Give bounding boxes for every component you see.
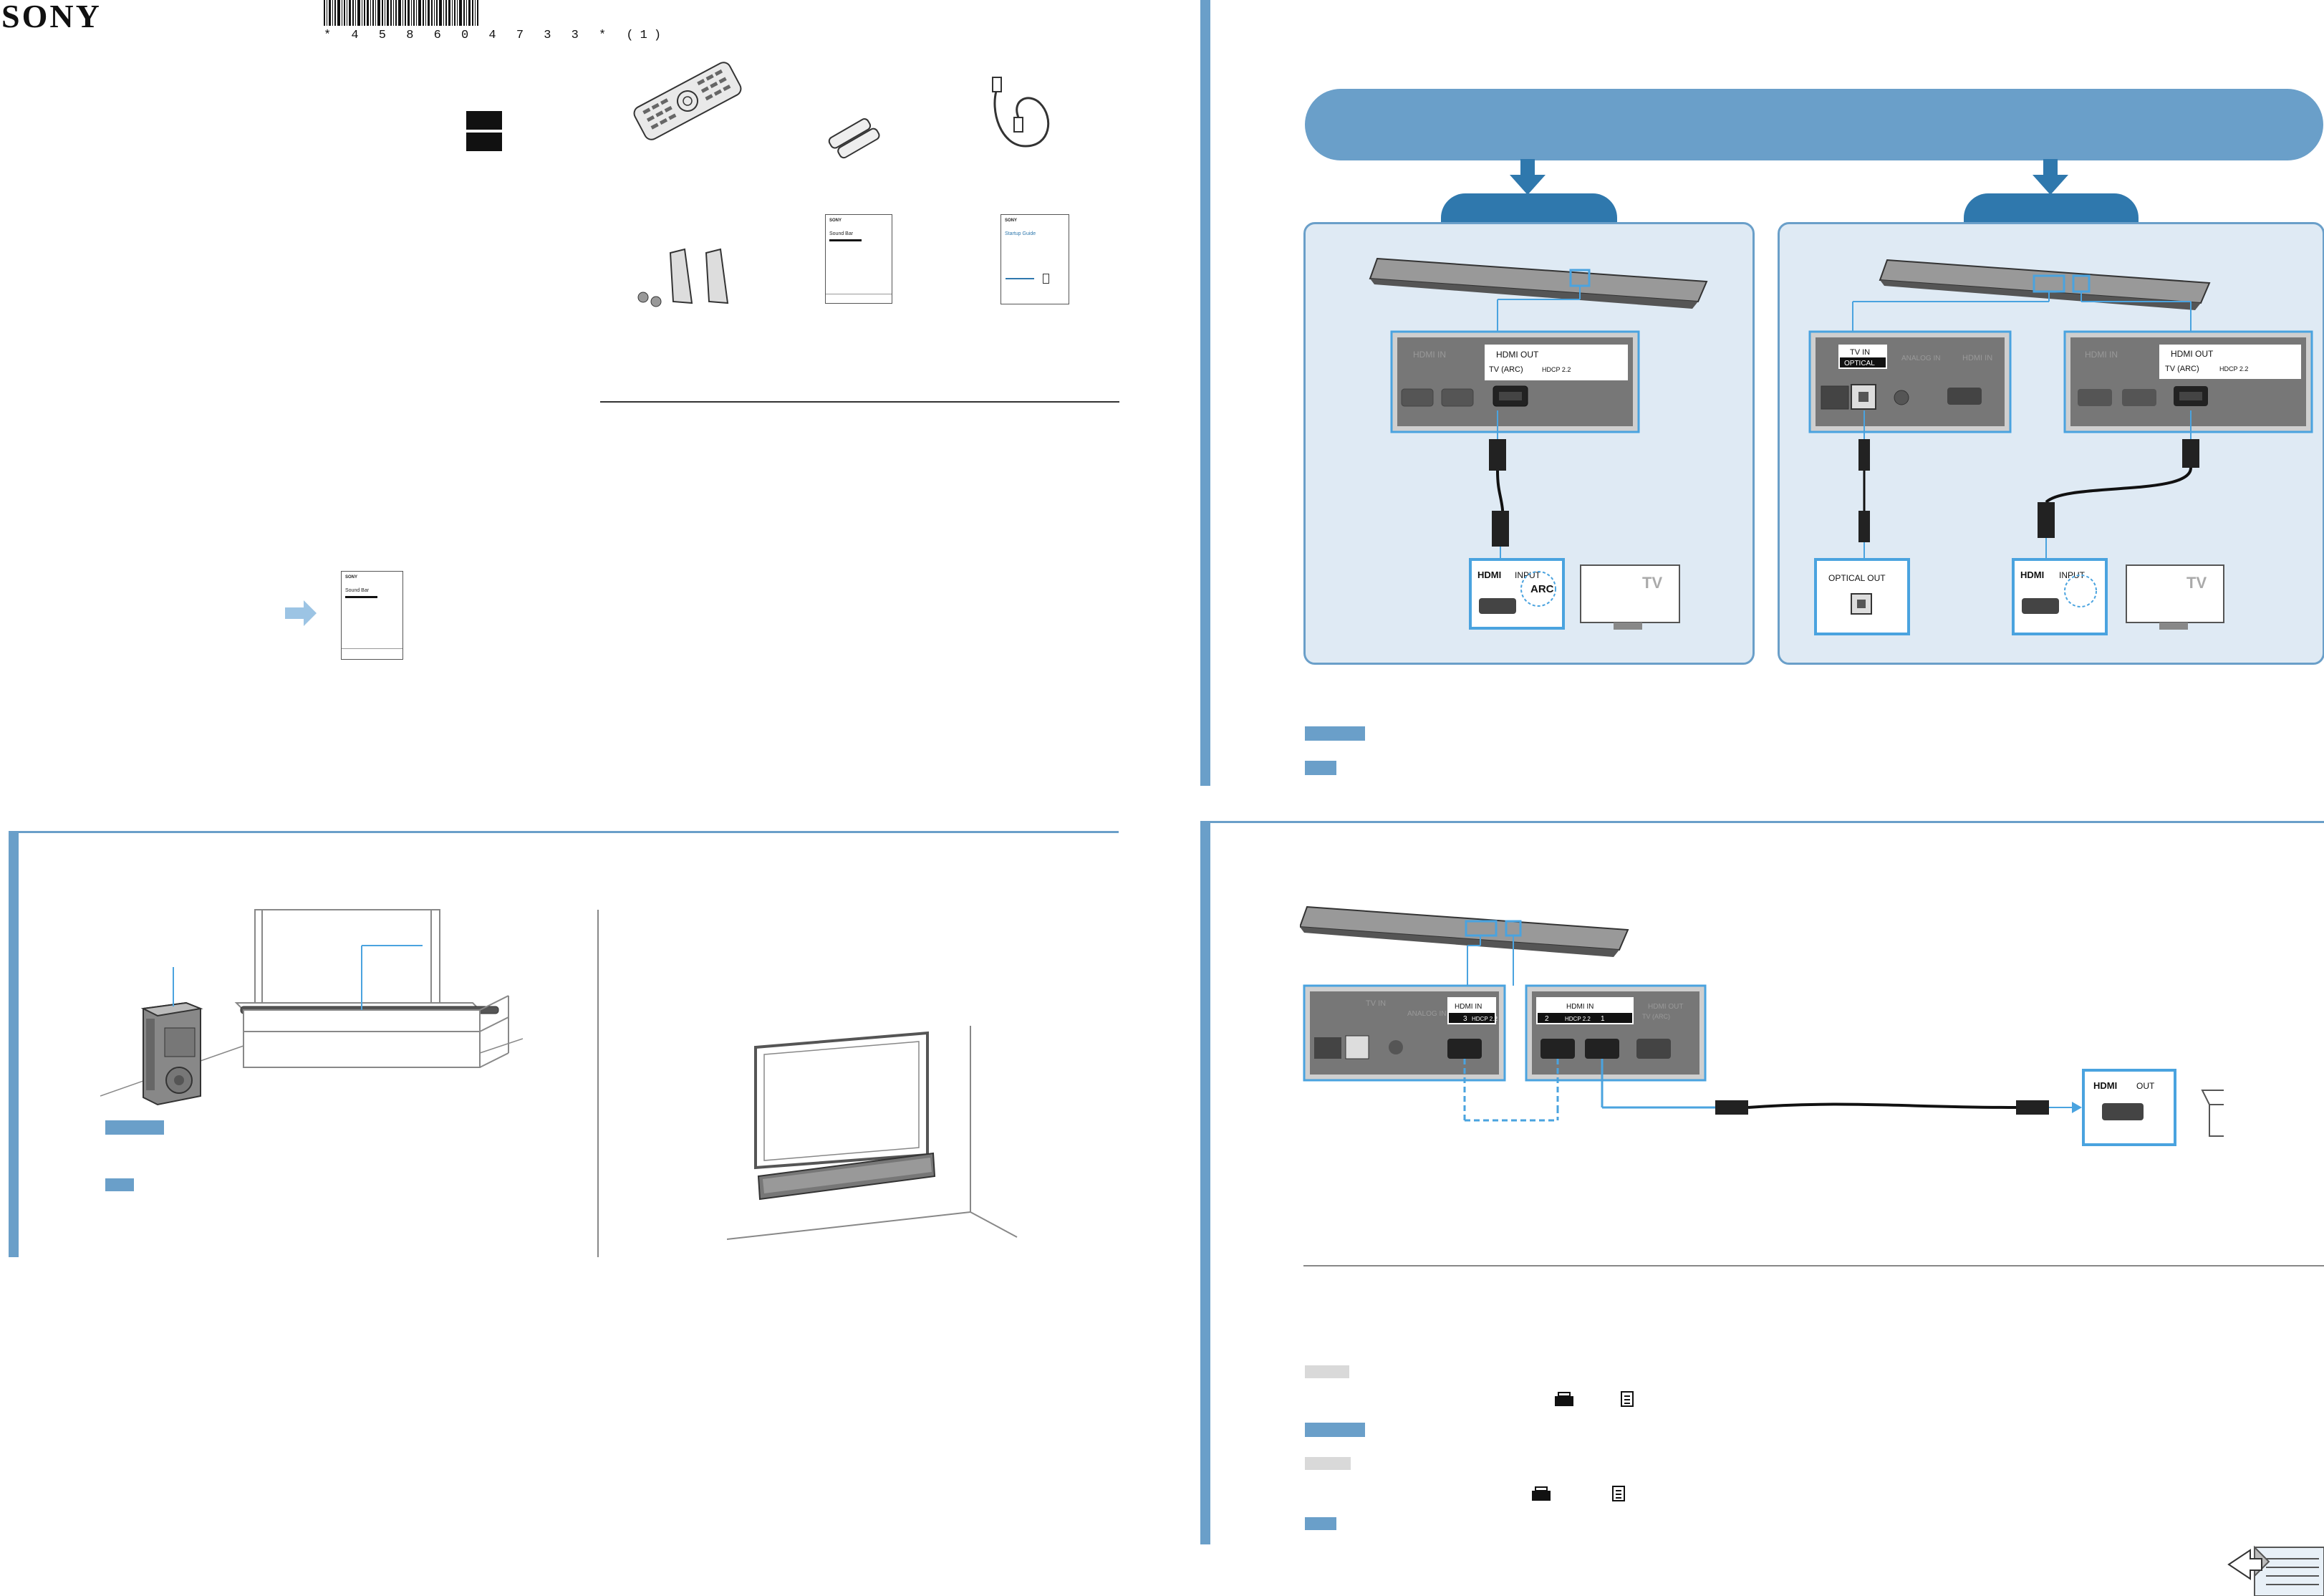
list-icon-2 bbox=[1612, 1486, 1625, 1501]
connect-device-section-bar bbox=[1200, 821, 1210, 1544]
placement-section bbox=[9, 831, 1119, 1261]
tv-input-label: INPUT bbox=[1515, 570, 1541, 580]
connect-tv-label-bar-1 bbox=[1305, 726, 1365, 741]
settings-label-blue-2 bbox=[1305, 1517, 1336, 1530]
placement-divider bbox=[597, 910, 599, 1257]
batteries-image bbox=[828, 118, 880, 159]
arrow-down-icon bbox=[2033, 159, 2068, 195]
connect-device-divider bbox=[1303, 1265, 2324, 1266]
hdcp-label: HDCP 2.2 bbox=[1542, 366, 1571, 373]
hdmi-in-label-3: HDMI IN bbox=[2085, 350, 2118, 360]
hdmi-cable-image bbox=[992, 77, 1050, 148]
analog-in-label: ANALOG IN bbox=[1901, 355, 1940, 362]
tv-arc-label: TV (ARC) bbox=[1489, 365, 1523, 374]
manual-sound-bar-image: SONY Sound Bar bbox=[825, 214, 892, 304]
manual-brand: SONY bbox=[1005, 218, 1018, 223]
placement-tv-stand-illustration bbox=[100, 909, 523, 1106]
dev-hdmi-out-label: HDMI OUT bbox=[1648, 1003, 1683, 1011]
tv-hdmi-logo: HDMI bbox=[1477, 569, 1501, 580]
toolbox-icon bbox=[1555, 1392, 1573, 1406]
tv-arc-label-2: TV (ARC) bbox=[2165, 365, 2199, 373]
sony-logo: SONY bbox=[1, 0, 102, 34]
manual-brand: SONY bbox=[829, 218, 842, 223]
barcode-digits: * 4 5 8 6 0 4 7 3 3 * (1) bbox=[324, 29, 668, 42]
toolbox-icon-2 bbox=[1532, 1486, 1551, 1501]
barcode-graphic bbox=[324, 0, 478, 26]
barcode bbox=[324, 0, 507, 32]
dev-in1-label: 1 bbox=[1601, 1015, 1605, 1023]
hdmi-out-label-2: HDMI OUT bbox=[2171, 349, 2214, 359]
connect-tv-section-bar bbox=[1200, 0, 1210, 786]
placement-label-bar-1 bbox=[105, 1120, 164, 1135]
manual-title: Startup Guide bbox=[1005, 231, 1036, 236]
startup-manual-image: SONY Sound Bar bbox=[341, 571, 403, 660]
arrow-right-icon bbox=[285, 600, 317, 626]
connect-arc-diagram: HDMI OUT TV (ARC) HDCP 2.2 HDMI IN HDMI … bbox=[1369, 257, 1708, 630]
optical-label: OPTICAL bbox=[1844, 360, 1875, 367]
tv-arc-badge: ARC bbox=[1530, 583, 1554, 595]
connect-arc-panel: HDMI OUT TV (ARC) HDCP 2.2 HDMI IN HDMI … bbox=[1303, 222, 1755, 665]
dev-hdcp-label-2: HDCP 2.2 bbox=[1565, 1016, 1591, 1022]
remote-control-image bbox=[633, 62, 742, 140]
tv-input-label-2: INPUT bbox=[2059, 570, 2086, 580]
language-tab-1 bbox=[466, 111, 502, 130]
dev-hdmi-in-label: HDMI IN bbox=[1455, 1003, 1482, 1011]
settings-label-grey-1 bbox=[1305, 1365, 1349, 1378]
device-hdmi-logo: HDMI bbox=[2093, 1080, 2117, 1091]
connect-device-diagram: TV IN ANALOG IN HDMI IN 3 HDCP 2.2 HDMI … bbox=[1300, 905, 2224, 1146]
dev-tv-arc-label: TV (ARC) bbox=[1642, 1013, 1670, 1020]
connect-tv-banner bbox=[1305, 89, 2323, 160]
manual-brand: SONY bbox=[345, 575, 358, 580]
dev-in3-label: 3 bbox=[1463, 1015, 1467, 1023]
connect-tv-label-bar-2 bbox=[1305, 761, 1336, 775]
hdcp-label-2: HDCP 2.2 bbox=[2219, 365, 2248, 372]
wall-mount-brackets-image bbox=[637, 248, 729, 307]
dev-analog-in-label: ANALOG IN bbox=[1407, 1010, 1446, 1018]
settings-label-blue-1 bbox=[1305, 1423, 1365, 1437]
dev-hdmi-in-label-2: HDMI IN bbox=[1566, 1003, 1593, 1011]
language-tab-2 bbox=[466, 133, 502, 151]
connect-device-section-top-border bbox=[1200, 821, 2324, 823]
dev-in2-label: 2 bbox=[1545, 1015, 1549, 1023]
tv-label: TV bbox=[1642, 574, 1662, 592]
hdmi-in-label: HDMI IN bbox=[1413, 350, 1446, 360]
accessories-divider bbox=[600, 401, 1119, 403]
tv-hdmi-logo-2: HDMI bbox=[2020, 569, 2044, 580]
tv-in-label: TV IN bbox=[1850, 348, 1870, 357]
manual-startup-guide-image: SONY Startup Guide bbox=[1001, 214, 1069, 304]
dev-hdcp-label: HDCP 2.2 bbox=[1472, 1016, 1498, 1022]
connect-optical-diagram: TV IN OPTICAL ANALOG IN HDMI IN HDMI OUT… bbox=[1808, 259, 2313, 635]
connect-optical-panel: TV IN OPTICAL ANALOG IN HDMI IN HDMI OUT… bbox=[1778, 222, 2324, 665]
placement-wall-mount-illustration bbox=[727, 1026, 1018, 1240]
manual-title: Sound Bar bbox=[829, 231, 854, 236]
tv-label-2: TV bbox=[2186, 574, 2207, 592]
hdmi-out-label: HDMI OUT bbox=[1496, 350, 1539, 360]
hdmi-in-label-dim: HDMI IN bbox=[1962, 354, 1992, 362]
device-out-label: OUT bbox=[2136, 1081, 2155, 1091]
dev-tv-in-label: TV IN bbox=[1366, 999, 1386, 1008]
optical-out-label: OPTICAL OUT bbox=[1828, 573, 1886, 583]
page-turn-icon bbox=[2227, 1545, 2324, 1596]
manual-title: Sound Bar bbox=[345, 588, 370, 593]
settings-label-grey-2 bbox=[1305, 1457, 1351, 1470]
placement-label-bar-2 bbox=[105, 1178, 134, 1191]
list-icon bbox=[1621, 1391, 1634, 1407]
arrow-down-icon bbox=[1510, 159, 1546, 195]
